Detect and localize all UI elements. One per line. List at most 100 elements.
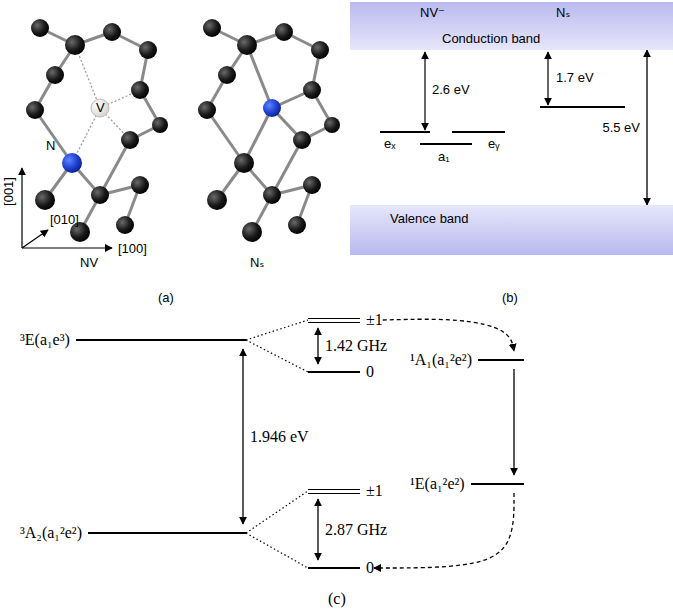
splitting-line [246,533,308,568]
carbon-atom [293,131,311,149]
structure-label: N [46,138,55,153]
state-label: ³E(a₁e³) [20,331,70,349]
transition-arrow [383,319,514,351]
band-label: 2.6 eV [432,82,470,97]
bond-lines [35,28,332,232]
level-line [478,359,524,361]
carbon-atom [35,190,55,210]
carbon-atom [303,81,321,99]
carbon-atom [237,35,257,55]
band-label: Valence band [390,211,469,226]
nitrogen-atom [263,99,281,117]
transition-arrow [242,349,243,524]
carbon-atom [131,81,149,99]
defect-levels [380,107,625,144]
carbon-atom [218,66,236,84]
level-line [88,532,246,534]
level-line [76,339,246,341]
splitting-line [246,340,308,372]
carbon-atom [31,19,49,37]
level-line [308,371,360,373]
bond [75,45,100,108]
structure-label: NV [80,255,98,270]
level-line [308,489,360,494]
state-label: 0 [366,559,374,577]
energy-level: 0 [308,364,374,380]
carbon-atom [152,117,168,133]
carbon-atom [263,186,281,204]
carbon-atom [139,41,157,59]
band-label: eᵧ [488,136,499,151]
carbon-atom [324,117,340,133]
structure-label: [010] [50,212,79,227]
carbon-atom [70,222,90,242]
energy-level: ±1 [308,483,383,499]
transition-arrow [646,50,647,205]
band-label: a₁ [438,149,450,164]
carbon-atom [234,153,254,173]
bond [272,140,302,195]
energy-level: ±1 [308,312,383,328]
state-label: ¹E(a₁²e²) [410,475,465,493]
band-label: Nₛ [556,5,570,20]
carbon-atom [275,23,293,41]
structure-label: (a) [158,290,174,305]
structure-label: [001] [1,177,16,206]
atoms [26,19,340,242]
gap-label: 2.87 GHz [323,521,389,539]
vacancy-atom [91,99,109,117]
nitrogen-atom [62,153,82,173]
carbon-atom [116,216,134,234]
carbon-atom [91,186,109,204]
carbon-atom [103,23,121,41]
carbon-atom [121,131,139,149]
band-label: NV⁻ [420,5,445,20]
level-line [471,483,524,485]
level-line [308,318,360,323]
panel-label: (b) [502,290,518,305]
band-label: Conduction band [442,31,540,46]
state-label: ±1 [366,482,383,500]
carbon-atom [65,35,85,55]
structure-label: Nₛ [250,255,264,270]
transition-arrow [317,499,318,560]
transition-arrow [374,493,514,568]
band-label: 1.7 eV [556,70,594,85]
band-region: Conduction band [350,2,673,50]
state-label: ±1 [366,311,383,329]
carbon-atom [207,190,227,210]
transition-arrow [513,369,514,475]
level-line [308,567,360,569]
energy-level: ¹E(a₁²e²) [410,475,524,493]
carbon-atom [303,176,321,194]
gap-arrows [425,52,548,130]
state-label: 0 [366,363,374,381]
crystal-axes [22,168,112,248]
transition-arrow [317,328,318,364]
energy-level: ³A₂(a₁²e²) [20,524,246,542]
energy-level: 0 [308,560,374,576]
carbon-atom [242,222,262,242]
bond [100,140,130,195]
bond [247,45,272,108]
carbon-atom [203,19,221,37]
splitting-line [246,320,308,340]
carbon-atom [288,216,306,234]
energy-level: ³E(a₁e³) [20,331,246,349]
carbon-atom [131,176,149,194]
splitting-line [246,491,308,533]
carbon-atom [26,101,44,119]
band-region: Valence band [350,205,673,255]
carbon-atom [46,66,64,84]
structure-label: V [96,100,105,115]
energy-level: ¹A₁(a₁²e²) [410,351,524,369]
state-label: ³A₂(a₁²e²) [20,524,82,542]
carbon-atom [311,41,329,59]
state-label: ¹A₁(a₁²e²) [410,351,472,369]
gap-label: 1.42 GHz [323,337,389,355]
carbon-atom [198,101,216,119]
panel-label: (c) [328,590,346,608]
structure-label: [100] [118,241,147,256]
